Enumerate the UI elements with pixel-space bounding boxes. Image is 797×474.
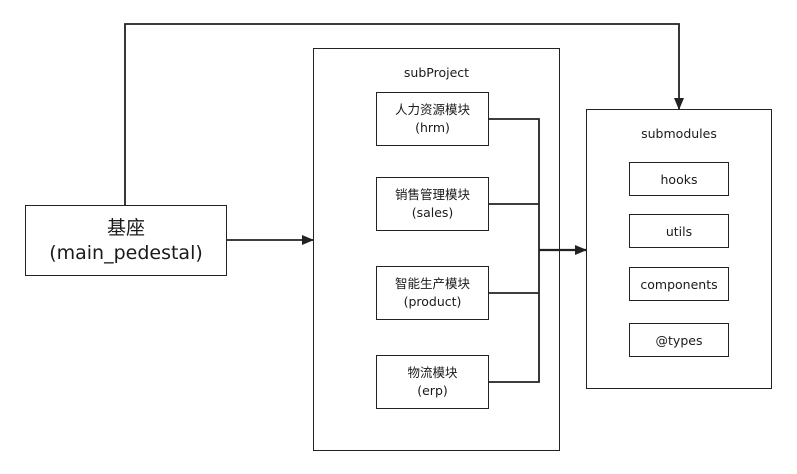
module-erp: 物流模块 (erp): [376, 355, 489, 409]
submodule-utils-label: utils: [665, 223, 693, 239]
base-to-submodules-arrow: [124, 23, 684, 205]
submodule-hooks: hooks: [629, 162, 729, 196]
module-sales: 销售管理模块 (sales): [376, 177, 489, 231]
module-hrm-subtitle: (hrm): [415, 120, 450, 135]
hrm-bus-line: [489, 118, 540, 250]
submodule-types: @types: [629, 323, 729, 357]
module-hrm-title: 人力资源模块: [394, 102, 470, 117]
subproject-container: subProject: [313, 48, 560, 451]
module-product: 智能生产模块 (product): [376, 266, 489, 320]
erp-bus-line: [489, 250, 540, 383]
module-product-subtitle: (product): [403, 294, 462, 309]
base-subtitle: (main_pedestal): [49, 241, 203, 264]
module-sales-subtitle: (sales): [411, 205, 454, 220]
module-erp-subtitle: (erp): [417, 383, 448, 398]
base-box: 基座 (main_pedestal): [25, 205, 227, 276]
submodules-label: submodules: [641, 126, 717, 141]
module-product-title: 智能生产模块: [394, 276, 470, 291]
submodule-hooks-label: hooks: [660, 171, 698, 187]
submodule-types-label: @types: [655, 332, 703, 348]
submodules-container: submodules: [586, 109, 772, 389]
submodule-utils: utils: [629, 214, 729, 248]
module-hrm: 人力资源模块 (hrm): [376, 92, 489, 146]
module-erp-title: 物流模块: [407, 365, 458, 380]
base-title: 基座: [106, 216, 145, 239]
submodule-components: components: [629, 267, 729, 301]
subproject-label: subProject: [403, 65, 470, 80]
module-sales-title: 销售管理模块: [394, 187, 470, 202]
submodule-components-label: components: [640, 276, 718, 292]
